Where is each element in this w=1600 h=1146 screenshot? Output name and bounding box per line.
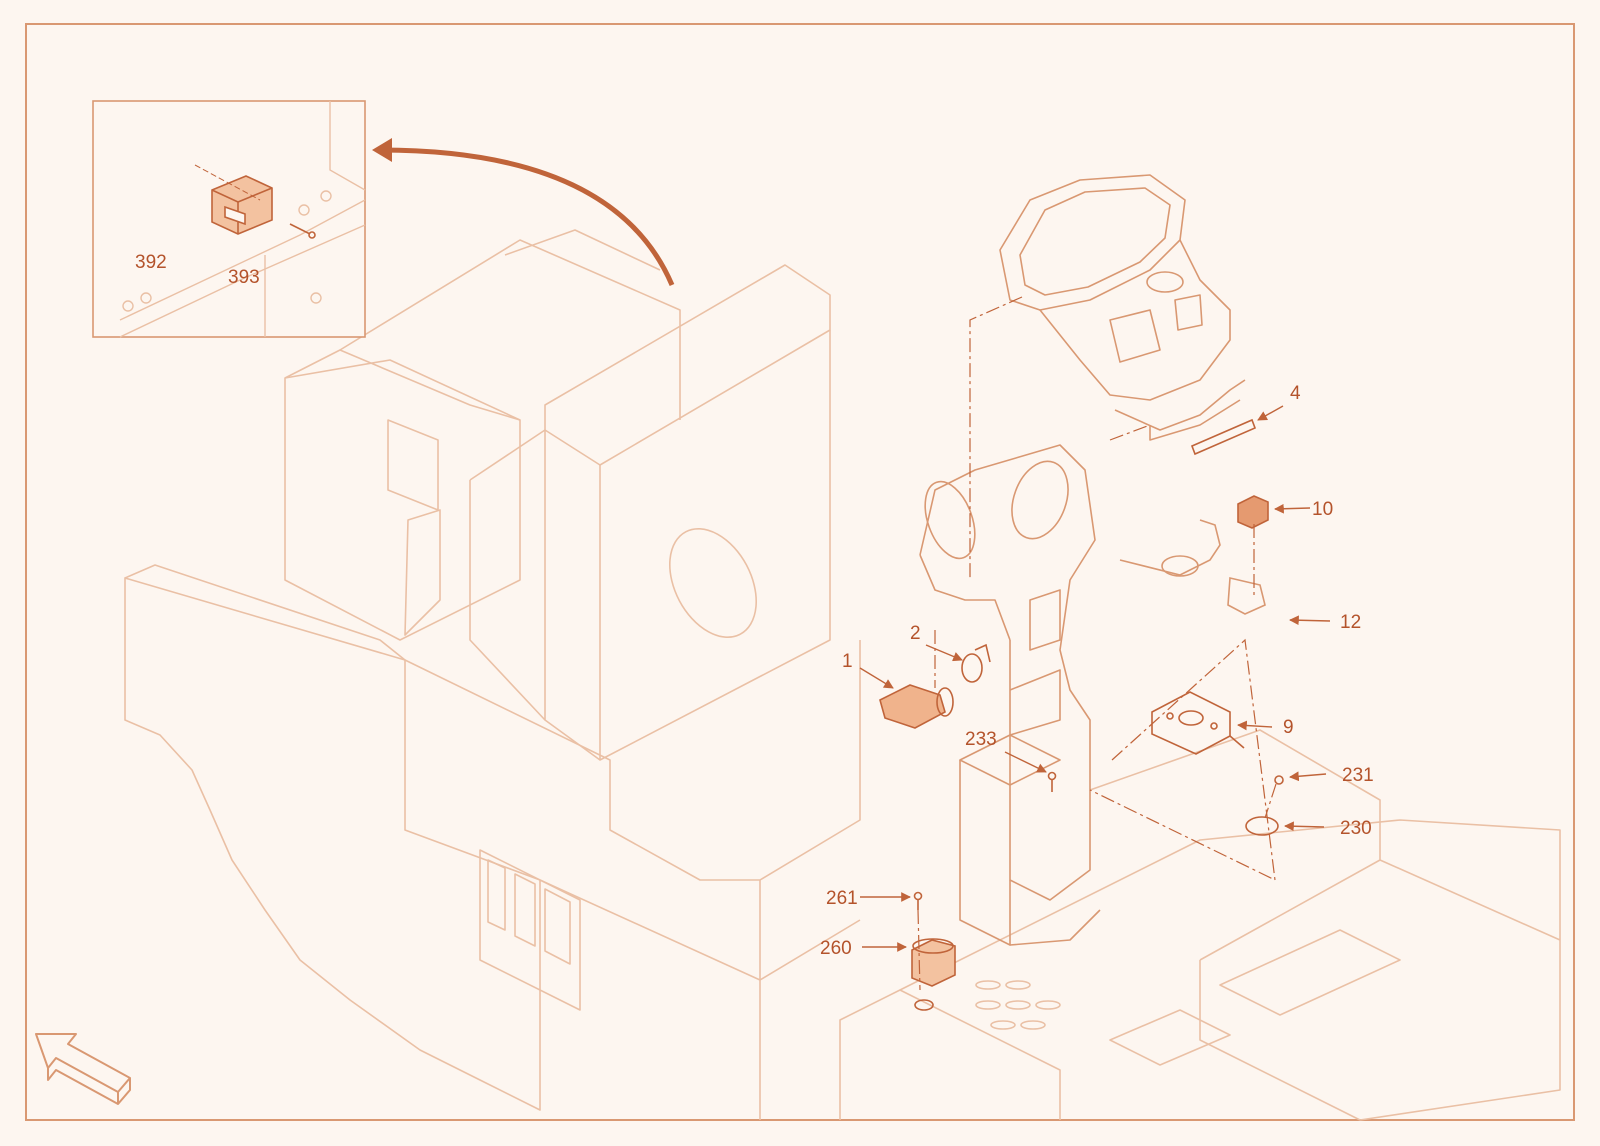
callout-231: 231 [1342, 765, 1374, 786]
part-260-mount [911, 891, 956, 1011]
detail-inset [92, 100, 366, 338]
callout-260: 260 [820, 938, 852, 959]
part-233-bolt [1047, 771, 1057, 792]
callout-10: 10 [1312, 499, 1334, 520]
chassis-frame [124, 229, 1561, 1121]
callout-261: 261 [826, 888, 858, 909]
callout-4: 4 [1290, 383, 1301, 404]
callout-2: 2 [910, 623, 921, 644]
part-393-screw [289, 223, 316, 239]
part-230-clip [1245, 775, 1284, 836]
callout-230: 230 [1340, 818, 1372, 839]
callout-392: 392 [135, 252, 167, 273]
callout-1: 1 [842, 651, 853, 672]
part-392-relay [211, 175, 273, 235]
assembly-lines [917, 296, 1277, 991]
drawing-frame [25, 23, 1575, 1121]
relay-bracket [1119, 519, 1266, 615]
part-9-plate [1151, 691, 1245, 755]
curved-arrow-icon [372, 138, 675, 286]
callout-9: 9 [1283, 717, 1294, 738]
callout-233: 233 [965, 729, 997, 750]
instrument-panel [999, 174, 1246, 441]
callout-12: 12 [1340, 612, 1362, 633]
part-10-relay [1237, 495, 1269, 529]
callout-393: 393 [228, 267, 260, 288]
steering-column [919, 444, 1101, 946]
part-2-clip [961, 643, 991, 683]
orientation-arrow-icon [35, 1033, 131, 1105]
part-4-rod [1190, 418, 1257, 456]
part-1-switch [879, 684, 954, 729]
